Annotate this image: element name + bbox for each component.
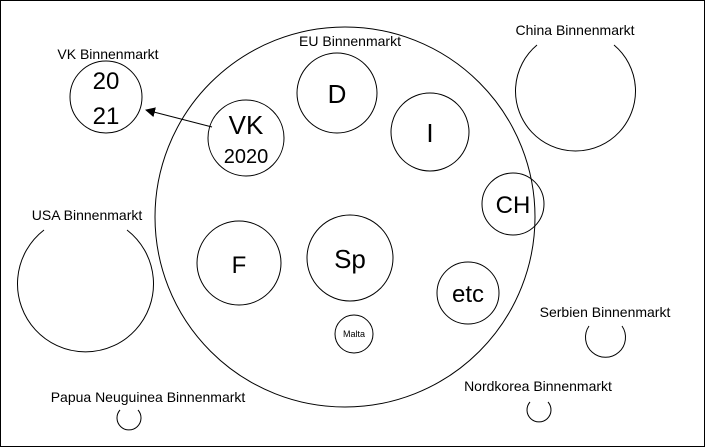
usa-market-circle xyxy=(17,229,154,353)
germany-label: D xyxy=(328,79,347,109)
uk-market-label: VK Binnenmarkt xyxy=(57,46,158,62)
italy-label: I xyxy=(426,118,433,148)
usa-market-label: USA Binnenmarkt xyxy=(32,207,143,223)
spain-circle xyxy=(306,214,394,302)
malta-circle xyxy=(334,314,374,354)
uk-market-circle xyxy=(69,60,143,134)
png-market-circle xyxy=(116,409,142,431)
nk-market-circle xyxy=(526,401,552,423)
uk-member-year: 2020 xyxy=(224,146,269,168)
brexit-arrow xyxy=(145,107,213,128)
uk-market-year-bottom: 21 xyxy=(93,103,120,130)
uk-member-circle xyxy=(207,99,285,177)
eu-market-circle xyxy=(154,26,536,408)
malta-label: Malta xyxy=(343,329,365,339)
eu-market-label: EU Binnenmarkt xyxy=(299,33,401,49)
switzerland-circle xyxy=(481,172,545,236)
switzerland-label: CH xyxy=(496,192,531,219)
china-market-label: China Binnenmarkt xyxy=(515,22,634,38)
serbia-market-label: Serbien Binnenmarkt xyxy=(540,304,671,320)
etc-circle xyxy=(436,261,500,325)
spain-label: Sp xyxy=(334,244,366,274)
france-label: F xyxy=(232,252,247,279)
serbia-market-circle xyxy=(585,325,626,358)
france-circle xyxy=(196,220,282,306)
png-market-label: Papua Neuguinea Binnenmarkt xyxy=(51,389,246,405)
etc-label: etc xyxy=(452,281,484,308)
nk-market-label: Nordkorea Binnenmarkt xyxy=(464,378,612,394)
china-market-circle xyxy=(515,44,636,152)
uk-member-label: VK xyxy=(229,110,264,140)
uk-market-year-top: 20 xyxy=(93,68,120,95)
germany-circle xyxy=(296,52,378,134)
italy-circle xyxy=(390,92,470,172)
